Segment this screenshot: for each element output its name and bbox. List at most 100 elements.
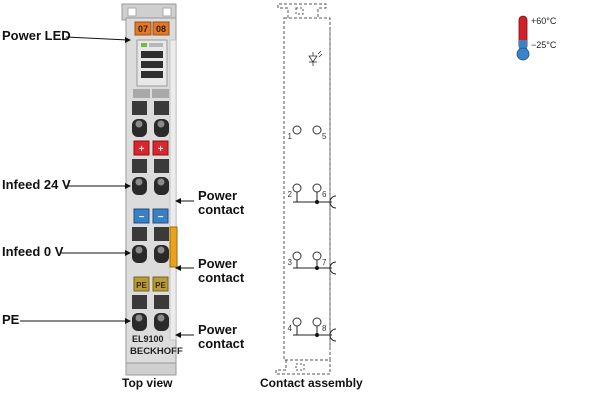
minus-marker-right (152, 208, 169, 224)
left-leaders (20, 36, 131, 324)
leader-power-led (65, 36, 129, 41)
contact-5 (312, 125, 322, 135)
contact-row-4 (132, 295, 169, 331)
power-contact-word: contact (198, 202, 245, 217)
contact-6 (312, 183, 322, 193)
led-label-07 (134, 21, 152, 36)
power-led-label: Power LED (2, 28, 71, 43)
terminal-bottom-clip (125, 362, 177, 376)
contact-7 (312, 251, 322, 261)
led-window (141, 61, 163, 68)
plus-symbol-left: + (139, 144, 145, 155)
clip-slot (162, 7, 172, 17)
right-leaders (175, 198, 194, 338)
wire-hole (157, 314, 165, 322)
assembly-bottom-outline (275, 360, 331, 375)
temp-max-label: +60°C (531, 16, 557, 26)
contact-number: 2 (288, 190, 293, 199)
wire-hole (157, 246, 165, 254)
brand-logo: BECKHOFF (130, 346, 183, 357)
power-contact-word: Power (198, 322, 238, 337)
assembly-contacts (292, 125, 322, 327)
arrowhead (175, 332, 181, 338)
model-number: EL9100 (132, 334, 164, 344)
contact-1 (292, 125, 302, 135)
power-led-icon (141, 43, 147, 47)
contact-number: 3 (288, 258, 293, 267)
label-strip (152, 89, 169, 98)
spring-release (154, 295, 169, 309)
contact-number: 4 (288, 324, 293, 333)
arrowhead (125, 183, 131, 189)
power-contact-spring-1 (329, 195, 337, 209)
power-contact-spring-3 (329, 328, 337, 342)
contact-assembly (275, 3, 331, 375)
wire-hole (157, 120, 165, 128)
arrowhead (125, 250, 131, 256)
infeed-0v-label: Infeed 0 V (2, 244, 64, 259)
power-contact-word: Power (198, 188, 238, 203)
contact-row-3 (132, 227, 169, 263)
caption-top-view: Top view (122, 376, 173, 390)
power-contact-word: Power (198, 256, 238, 271)
contact-row-1 (132, 101, 169, 137)
power-contact-word: contact (198, 270, 245, 285)
minus-symbol-right: − (158, 212, 164, 223)
fuse-side-tab (169, 226, 178, 268)
assembly-outline (283, 17, 331, 361)
led-symbol-icon (308, 50, 323, 66)
power-contact-label-3: Power contact (198, 323, 244, 351)
arrowhead (175, 265, 181, 271)
contact-number: 8 (322, 324, 327, 333)
power-contact-spring-2 (329, 261, 337, 275)
plus-marker-right (152, 140, 169, 156)
contact-number: 7 (322, 258, 327, 267)
thermometer-icon (516, 15, 530, 61)
spring-release (132, 295, 147, 309)
contact-4 (292, 317, 302, 327)
assembly-junctions (315, 200, 319, 337)
channel-left-label: 07 (138, 24, 148, 34)
wire-hole (157, 178, 165, 186)
caption-contact-assembly: Contact assembly (260, 376, 363, 390)
assembly-top-outline (277, 3, 327, 18)
contact-number: 6 (322, 190, 327, 199)
wire-hole (135, 178, 143, 186)
wire-hole (135, 120, 143, 128)
assembly-top-slot (295, 7, 304, 15)
led-label-08 (152, 21, 170, 36)
pe-marker-left (133, 276, 150, 292)
contact-8 (312, 317, 322, 327)
clip-slot (127, 7, 137, 17)
wire-hole (135, 314, 143, 322)
arrowhead (125, 318, 131, 324)
arrowhead (175, 198, 181, 204)
housing-right-rail (169, 39, 177, 341)
power-contact-label-1: Power contact (198, 189, 244, 217)
channel-right-label: 08 (156, 24, 166, 34)
temp-min-label: −25°C (531, 40, 557, 50)
contact-2 (292, 183, 302, 193)
spring-release (154, 159, 169, 173)
led-slot (149, 43, 163, 47)
led-window (141, 51, 163, 58)
label-strip (133, 89, 150, 98)
minus-symbol-left: − (139, 212, 145, 223)
spring-release (132, 101, 147, 115)
arrowhead (125, 37, 131, 43)
contact-row-2 (132, 159, 169, 195)
terminal-top-view: 07 08 + + (121, 3, 183, 376)
spring-release (154, 227, 169, 241)
plus-marker-left (133, 140, 150, 156)
infeed-24v-label: Infeed 24 V (2, 177, 71, 192)
spring-release (132, 227, 147, 241)
pe-marker-right (152, 276, 169, 292)
power-contact-word: contact (198, 336, 245, 351)
pe-label: PE (2, 312, 20, 327)
assembly-bottom-slot (295, 363, 305, 371)
contact-3 (292, 251, 302, 261)
power-contact-label-2: Power contact (198, 257, 244, 285)
pe-text-right: PE (155, 281, 166, 290)
